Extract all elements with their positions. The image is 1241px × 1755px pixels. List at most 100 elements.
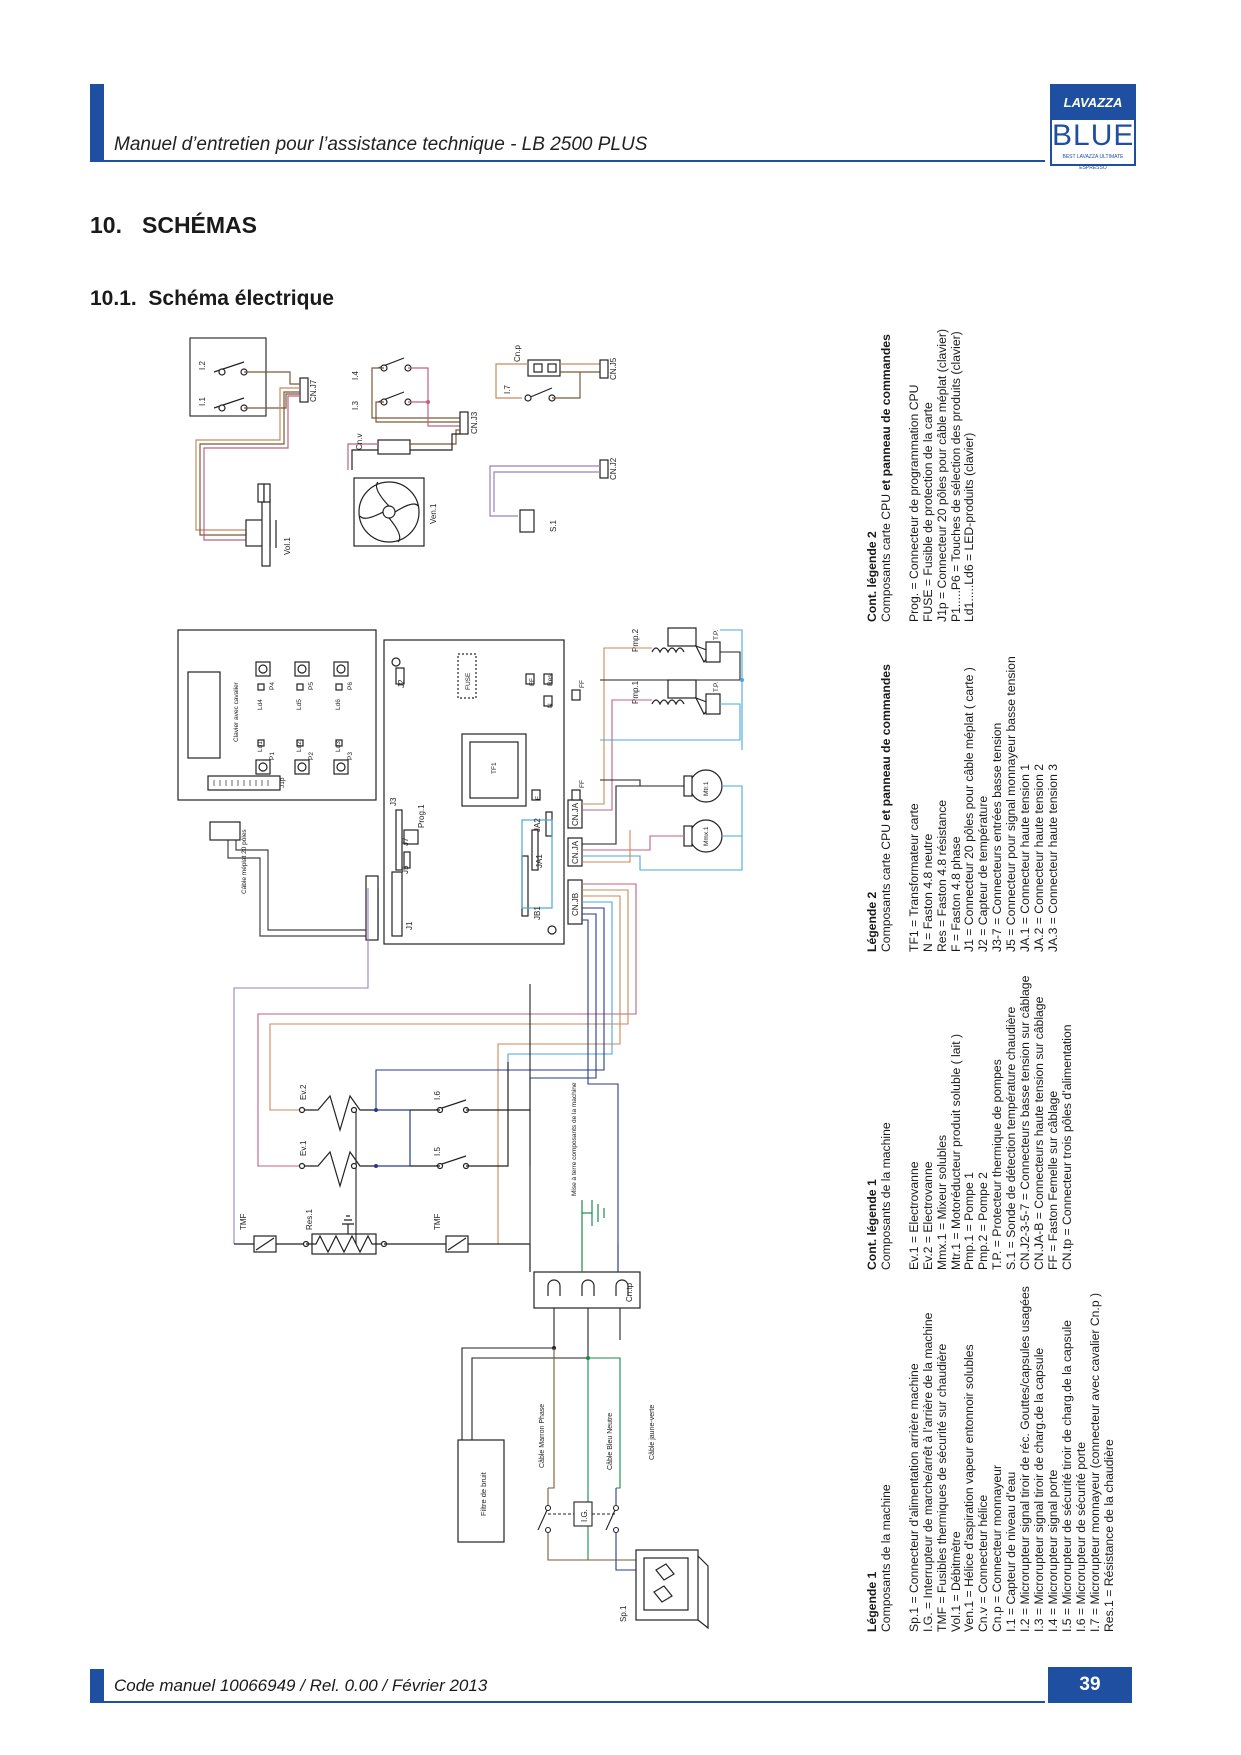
noise-filter: Filtre de bruit xyxy=(457,1439,505,1543)
flat-ribbon-cable: Câble méplat 20 pôles xyxy=(209,821,379,941)
label-i7: I.7 xyxy=(503,385,512,394)
legend-2-cont-item: P1.....P6 = Touches de sélection des pro… xyxy=(948,331,963,622)
fuse-holder xyxy=(457,653,477,699)
label-vol1: Vol.1 xyxy=(283,537,292,555)
legend-2-item: J1 = Connecteur 20 pôles pour câble mépl… xyxy=(962,667,977,952)
legend-1-title: Légende 1 xyxy=(865,1571,879,1632)
label-cnjb: CN.JB xyxy=(571,893,580,916)
legend-1-item: Res.1 = Résistance de la chaudière xyxy=(1101,1439,1116,1632)
legend-2-item: J3-7 = Connecteurs entrées basse tension xyxy=(990,722,1005,952)
legend-2-item: TF1 = Transformateur carte xyxy=(906,803,921,952)
thermal-protector-1 xyxy=(705,641,721,663)
pump-pmp2-coil xyxy=(651,647,685,654)
label-p2: P2 xyxy=(308,752,315,760)
legend-2-cont-item: Prog. = Connecteur de programmation CPU xyxy=(906,384,921,622)
connector-jb1 xyxy=(521,855,529,917)
label-i5: I.5 xyxy=(433,1147,442,1156)
label-p5: P5 xyxy=(308,682,315,690)
label-prog1: Prog.1 xyxy=(417,804,426,828)
legend-1-item: TMF = Fusibles thermiques de sécurité su… xyxy=(934,1343,949,1632)
keypad-display xyxy=(187,671,221,759)
legend-2-title: Légende 2 xyxy=(865,891,879,952)
switch-i2 xyxy=(213,361,245,373)
legend-1-item: I.5 = Microrupteur de sécurité tiroir de… xyxy=(1059,1320,1074,1632)
legend-2-item: Res = Faston 4.8 résistance xyxy=(934,799,949,952)
manual-code: Code manuel 10066949 / Rel. 0.00 / Févri… xyxy=(114,1676,488,1695)
legend-1-cont-item: CN.J2-3-5-7 = Connecteurs basse tension … xyxy=(1018,975,1033,1270)
label-ff-1: FF xyxy=(529,678,536,686)
label-cnja-a: CN.JA xyxy=(571,802,580,826)
label-j7: J7 xyxy=(401,837,410,846)
label-ld2: Ld2 xyxy=(296,741,303,752)
logo-blue: BLUE xyxy=(1052,119,1135,152)
subsection-heading: 10.1. Schéma électrique xyxy=(90,287,334,311)
legend-2-cont: Cont. légende 2 Composants carte CPU et … xyxy=(865,329,977,622)
connector-cnj5 xyxy=(599,359,609,379)
label-tp-2: T.P. xyxy=(713,681,720,692)
section-heading: 10.SCHÉMAS xyxy=(90,212,257,239)
connector-j1 xyxy=(391,871,403,937)
temp-probe-s1 xyxy=(519,509,535,533)
label-sp1: Sp.1 xyxy=(619,1605,628,1622)
legend-1-cont-item: T.P. = Protecteur thermique de pompes xyxy=(990,1059,1005,1270)
label-ev1: Ev.1 xyxy=(299,1140,308,1156)
legend-2-item: JA.2 = Connecteur haute tension 2 xyxy=(1031,763,1046,952)
boiler-group: TMF Res.1 TMF xyxy=(234,1209,530,1255)
legend-1-cont-item: FF = Faston Femelle sur câblage xyxy=(1045,1090,1060,1270)
label-i2: I.2 xyxy=(198,361,207,370)
label-mise-terre: Mise à terre composants de la machine xyxy=(571,1082,578,1196)
legend-2-cont-subtitle-b: et panneau de commandes xyxy=(878,334,893,491)
label-ld4: Ld4 xyxy=(257,699,264,710)
connector-ja2 xyxy=(545,811,553,837)
power-supply-wiring: I.G. Câble Marron Phase Câble Bleu Neutr… xyxy=(461,1308,660,1571)
label-p3: P3 xyxy=(347,752,354,760)
label-j2: J2 xyxy=(397,679,406,688)
page-number: 39 xyxy=(1048,1667,1132,1703)
legend-1-cont-item: Ev.1 = Electrovanne xyxy=(906,1161,921,1270)
legend-2-item: JA.1 = Connecteur haute tension 1 xyxy=(1018,763,1033,952)
lavazza-blue-logo: LAVAZZA BLUE BEST LAVAZZA ULTIMATE ESPRE… xyxy=(1050,84,1136,171)
legend-1-item: Sp.1 = Connecteur d’alimentation arrière… xyxy=(906,1363,921,1632)
connector-ja1 xyxy=(531,829,539,871)
boiler-resistance-res1 xyxy=(306,1234,384,1254)
label-fuse: FUSE xyxy=(465,672,472,690)
legend-2: Légende 2 Composants carte CPU et pannea… xyxy=(865,656,1061,952)
legend-2-cont-title: Cont. légende 2 xyxy=(865,531,879,622)
legend-1-cont-item: S.1 = Sonde de détection température cha… xyxy=(1004,1006,1019,1270)
label-res: Res xyxy=(547,674,554,686)
switch-i1 xyxy=(213,397,245,409)
legend-1-cont-title: Cont. légende 1 xyxy=(865,1179,879,1270)
label-ld6: Ld6 xyxy=(335,699,342,710)
connector-cnj2 xyxy=(599,459,609,479)
legend-2-cont-subtitle-a: Composants carte CPU xyxy=(878,490,893,622)
legend-1-cont-item: Mtr.1 = Motoréducteur produit soluble ( … xyxy=(948,1033,963,1270)
legend-1-item: I.3 = Microrupteur signal tiroir de char… xyxy=(1031,1347,1046,1632)
connector-j5 xyxy=(403,851,411,869)
high-voltage-zone xyxy=(521,819,553,909)
label-p6: P6 xyxy=(347,682,354,690)
label-j5: J5 xyxy=(401,865,410,874)
label-i3: I.3 xyxy=(351,401,360,410)
legend-1-item: Cn.v = Connecteur hélice xyxy=(976,1494,991,1632)
label-cnj2: CN.J2 xyxy=(609,457,618,480)
label-cable-meplat: Câble méplat 20 pôles xyxy=(241,829,248,894)
label-p1: P1 xyxy=(269,752,276,760)
legend-2-cont-subtitle: Composants carte CPU et panneau de comma… xyxy=(878,329,894,622)
label-cnja-b: CN.JA xyxy=(571,840,580,864)
label-mmx1: Mmx.1 xyxy=(703,826,710,846)
label-ld5: Ld5 xyxy=(296,699,303,710)
header-accent-bar xyxy=(90,84,104,162)
legend-2-subtitle-a: Composants carte CPU xyxy=(878,820,893,952)
legend-1-item: I.1 = Capteur de niveau d’eau xyxy=(1004,1471,1019,1632)
legend-2-item: F = Faston 4.8 phase xyxy=(948,836,963,952)
keypad-buttons xyxy=(255,661,349,775)
legend-1-cont-item: CN.tp = Connecteur trois pôles d’aliment… xyxy=(1059,1024,1074,1270)
connector-j7 xyxy=(403,829,419,845)
label-n: N xyxy=(547,703,554,708)
connector-cnj7 xyxy=(299,377,309,403)
legend-1-cont-item: CN.JA-B = Connecteurs haute tension sur … xyxy=(1031,996,1046,1270)
label-i1: I.1 xyxy=(198,397,207,406)
legend-1-subtitle: Composants de la machine xyxy=(878,1484,893,1632)
level-switch-group: I.2 I.1 CN.J7 Vol.1 xyxy=(189,337,318,567)
